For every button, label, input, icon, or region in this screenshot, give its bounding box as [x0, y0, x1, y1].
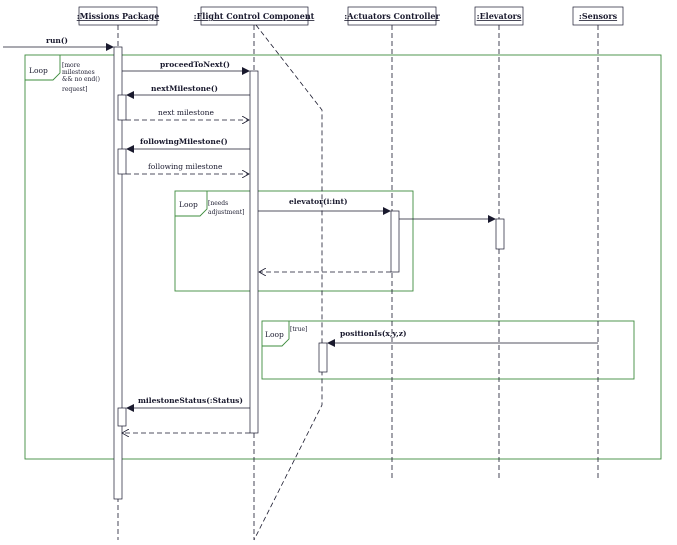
activation-flight [249, 70, 259, 434]
loop-frame-outer: Loop [more milestones && no end() reques… [24, 54, 662, 460]
loop-label-outer: Loop [29, 66, 48, 75]
guard-adjust-line1: [needs [208, 200, 228, 207]
lifeline-head-sensors: :Sensors [572, 6, 624, 26]
activation-actuators [390, 210, 400, 273]
activation-missions-status [117, 407, 127, 427]
lifeline-label-elevators: :Elevators [477, 11, 522, 21]
lifeline-label-flight: :Flight Control Component [194, 11, 315, 21]
msg-status-label: milestoneStatus(:Status) [138, 396, 243, 405]
msg-next-return-label: next milestone [158, 108, 214, 117]
lifeline-head-elevators: :Elevators [474, 6, 524, 26]
activation-missions-following [117, 148, 127, 175]
msg-next-label: nextMilestone() [151, 84, 218, 93]
lifeline-label-sensors: :Sensors [579, 11, 618, 21]
guard-outer-line2: milestones [62, 69, 95, 76]
msg-following-label: followingMilestone() [140, 137, 228, 146]
guard-outer-line1: [more [62, 62, 81, 69]
lifeline-label-missions: :Missions Package [77, 11, 160, 21]
activation-elevators [495, 218, 505, 250]
msg-proceed-label: proceedToNext() [160, 60, 230, 69]
loop-label-adjustment: Loop [179, 200, 198, 209]
guard-adjust-line2: adjustment] [208, 209, 245, 216]
lifeline-sensor-handler [253, 24, 323, 541]
activation-sensor-handler [318, 342, 328, 373]
activation-missions [113, 46, 123, 500]
lifeline-head-actuators: :Actuators Controller [344, 6, 440, 26]
lifeline-head-missions: :Missions Package [77, 6, 160, 26]
msg-following-return-label: following milestone [148, 162, 223, 171]
msg-position-label: positionIs(x,y,z) [340, 329, 407, 338]
msg-run-label: run() [46, 36, 68, 45]
guard-outer-line4: request] [62, 86, 88, 93]
lifeline-label-actuators: :Actuators Controller [344, 11, 440, 21]
lifeline-head-flight: :Flight Control Component [194, 6, 315, 26]
loop-frame-adjustment: Loop [needs adjustment] [174, 190, 414, 292]
guard-outer-line3: && no end() [62, 76, 100, 83]
activation-missions-next [117, 94, 127, 121]
guard-sensing: [true] [290, 326, 307, 333]
msg-elevator-label: elevator(i:int) [289, 197, 348, 206]
loop-frame-sensing: Loop [true] [261, 320, 635, 380]
loop-label-sensing: Loop [265, 330, 284, 339]
